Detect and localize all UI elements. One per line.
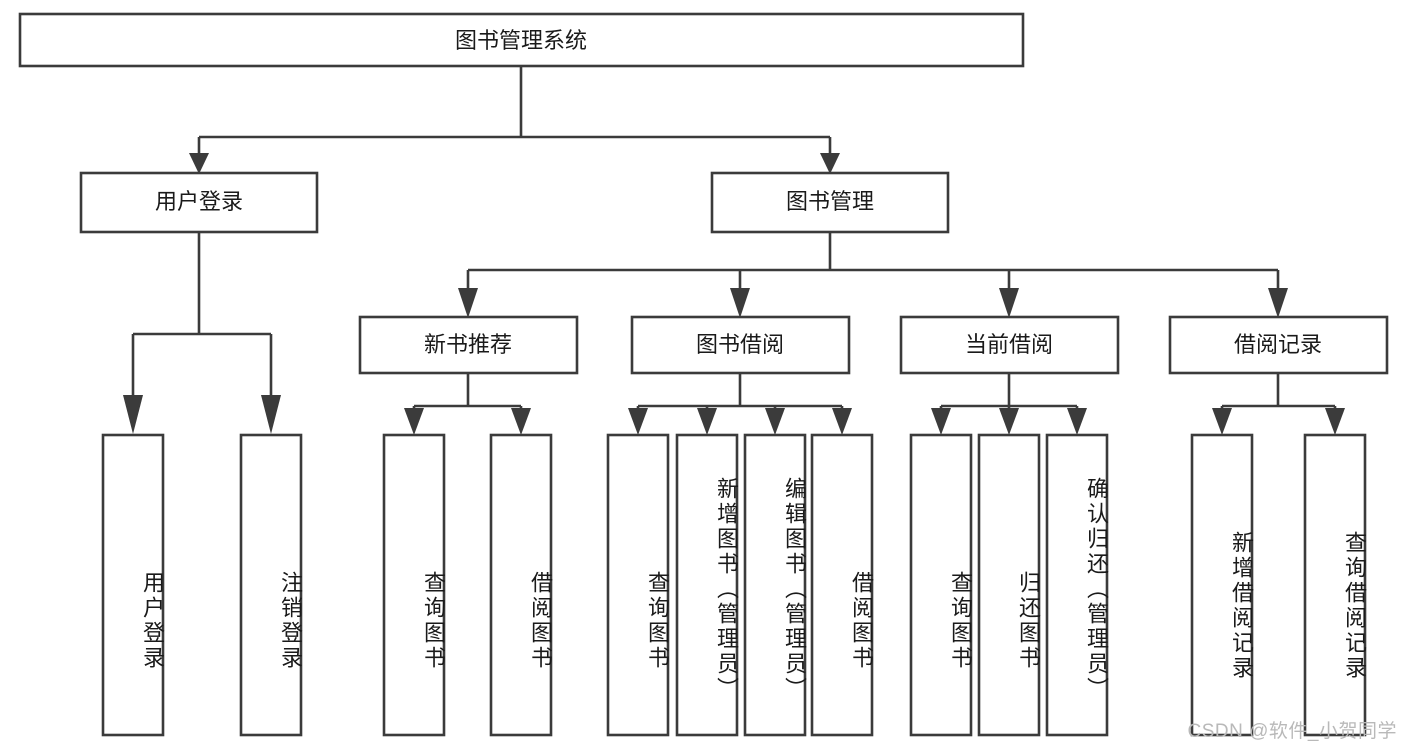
node-leaf-return-book[interactable] <box>977 433 1041 737</box>
arrowhead-new-book-rec <box>458 288 478 318</box>
node-leaf-add-book[interactable] <box>675 433 739 737</box>
node-new-book-rec[interactable] <box>358 315 579 375</box>
node-leaf-logout[interactable] <box>239 433 303 737</box>
node-borrow-record-label: 借阅记录 <box>1234 332 1322 357</box>
node-new-book-rec-label: 新书推荐 <box>424 332 512 357</box>
node-book-manage[interactable] <box>710 171 950 234</box>
arrowhead-leaf-return-book <box>999 408 1019 435</box>
arrowhead-leaf-confirm-return <box>1067 408 1087 435</box>
arrowhead-leaf-borrow-book-2 <box>832 408 852 435</box>
arrowhead-book-manage <box>820 153 840 174</box>
node-current-borrow-label: 当前借阅 <box>965 332 1053 357</box>
arrowhead-leaf-query-book-2 <box>628 408 648 435</box>
node-leaf-user-login[interactable] <box>101 433 165 737</box>
node-leaf-query-book-1[interactable] <box>382 433 446 737</box>
node-leaf-confirm-return[interactable] <box>1045 433 1109 737</box>
arrowhead-borrow-record <box>1268 288 1288 318</box>
node-leaf-add-record[interactable] <box>1190 433 1254 737</box>
node-leaf-edit-book[interactable] <box>743 433 807 737</box>
arrowhead-leaf-query-book-1 <box>404 408 424 435</box>
arrowhead-leaf-query-book-3 <box>931 408 951 435</box>
arrowhead-leaf-add-record <box>1212 408 1232 435</box>
arrowhead-leaf-query-record <box>1325 408 1345 435</box>
node-book-borrow-label: 图书借阅 <box>696 332 784 357</box>
node-leaf-borrow-book-2[interactable] <box>810 433 874 737</box>
node-current-borrow[interactable] <box>899 315 1120 375</box>
node-user-login[interactable] <box>79 171 319 234</box>
csdn-watermark: CSDN @软件_小贺同学 <box>1187 721 1397 742</box>
node-book-manage-label: 图书管理 <box>786 189 874 214</box>
arrowhead-leaf-user-login <box>123 395 143 434</box>
arrowhead-book-borrow <box>730 288 750 318</box>
node-book-borrow[interactable] <box>630 315 851 375</box>
node-user-login-label: 用户登录 <box>155 189 243 214</box>
node-leaf-query-book-3[interactable] <box>909 433 973 737</box>
connector-layer <box>123 66 1345 435</box>
arrowhead-leaf-add-book <box>697 408 717 435</box>
arrowhead-current-borrow <box>999 288 1019 318</box>
node-leaf-query-book-2[interactable] <box>606 433 670 737</box>
node-root-label: 图书管理系统 <box>455 28 587 53</box>
node-borrow-record[interactable] <box>1168 315 1389 375</box>
arrowhead-user-login <box>189 153 209 174</box>
node-layer: 图书管理系统 用户登录 图书管理 新书推荐 图书借阅 当前借阅 借阅记录 <box>18 12 1389 737</box>
node-leaf-borrow-book-1[interactable] <box>489 433 553 737</box>
node-leaf-query-record[interactable] <box>1303 433 1367 737</box>
arrowhead-leaf-edit-book <box>765 408 785 435</box>
arrowhead-leaf-borrow-book-1 <box>511 408 531 435</box>
node-root[interactable] <box>18 12 1025 68</box>
arrowhead-leaf-logout <box>261 395 281 434</box>
